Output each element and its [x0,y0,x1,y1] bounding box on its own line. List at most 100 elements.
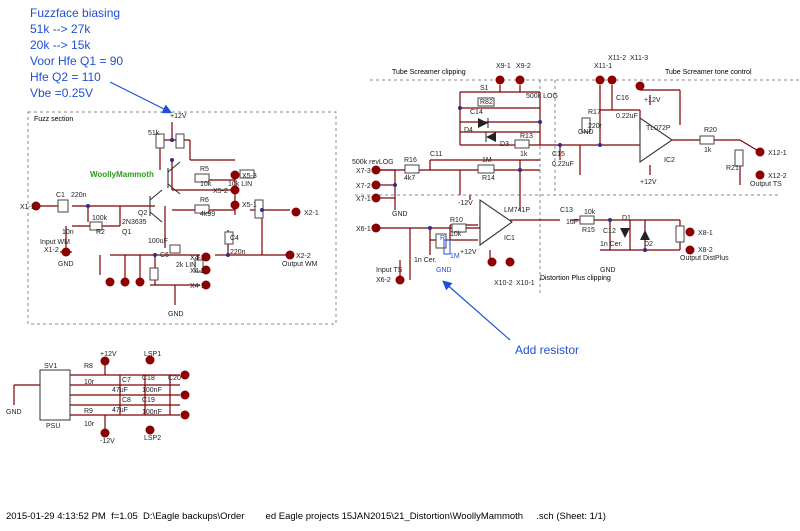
label-r15: R15 [582,227,595,234]
label-r6: R6 [200,197,209,204]
label-c11: C11 [430,151,442,158]
label-vp12-ts: +12V [640,179,657,186]
label-r51: 51k [148,130,160,137]
label-output-dp: Output DistPlus [680,255,729,262]
label-r9: R9 [84,408,93,415]
label-r82: R82 [480,99,493,106]
label-x122: X12-2 [768,173,787,180]
label-lsp1: LSP1 [144,351,161,358]
label-x121: X12-1 [768,150,787,157]
label-r20v: 1k [704,147,712,154]
label-x11: X1-1 [20,204,35,211]
note-line-4: Voor Hfe Q1 = 90 [30,54,124,68]
psu-wires [13,365,180,430]
woolly-title: WoollyMammoth [90,170,154,179]
fuzz-junctions [86,138,264,257]
label-v12-psu: +12V [100,351,117,358]
label-s1: S1 [480,85,489,92]
label-gnd-blue: GND [436,267,452,274]
label-r2: R2 [96,229,105,236]
label-r16: R16 [404,157,417,164]
label-x113: X11-3 [630,55,648,62]
label-v12-fuzz: +12V [170,113,187,120]
label-x71: X7-1 [356,196,371,203]
added-resistor: R 1M GND [436,235,460,274]
note-line-1: Fuzzface biasing [30,6,121,20]
label-tl072: TL072P [646,125,671,132]
label-c022: 0.22uF [616,113,638,120]
label-c12: C12 [603,228,616,235]
label-x101: X10-1 [516,280,535,287]
fuzz-transistors [149,161,181,223]
label-r20: R20 [704,127,717,134]
label-x91: X9-1 [496,63,511,70]
fuzz-section-title: Fuzz section [34,116,73,123]
label-m1-add: 1M [450,253,460,260]
label-x52: X5-2 [213,188,228,195]
note-line-6: Vbe =0.25V [30,86,94,100]
note-line-2: 51k --> 27k [30,22,91,36]
label-d1: D1 [622,215,631,222]
label-input-ts: Input TS [376,267,403,274]
label-c1u: 1uF [566,219,578,226]
label-x22: X2-2 [296,253,311,260]
label-c19: C19 [142,397,155,404]
label-x102: X10-2 [494,280,513,287]
add-resistor-note: Add resistor [515,343,580,357]
label-x51: X5-1 [242,202,257,209]
label-x72: X7-2 [356,183,371,190]
label-vm12-ts: -12V [458,200,473,207]
label-r21: R21 [726,165,739,172]
label-d4: D4 [464,127,473,134]
label-gnd-dp: GND [600,267,616,274]
label-c14: C14 [470,109,483,116]
ts-opamps [479,116,673,247]
biasing-arrow [109,81,173,114]
label-d3: D3 [500,141,509,148]
label-ic2: IC2 [664,157,675,164]
label-input-wm: Input WM [40,239,70,246]
label-c7: C7 [122,377,131,384]
label-r8: R8 [84,363,93,370]
label-c20: C20 [168,375,181,382]
label-vm12-psu: -12V [100,438,115,445]
psu-header [39,369,71,421]
label-c47b: 47uF [112,407,128,414]
label-c6v: 100uF [148,238,168,245]
label-c16: C16 [616,95,629,102]
label-x62: X6-2 [376,277,391,284]
ts-tone-title: Tube Screamer tone control [665,69,752,76]
label-c8: C8 [122,397,131,404]
label-gnd-fuzz: GND [168,311,184,318]
label-c6: C6 [160,252,169,259]
label-x81: X8-1 [698,230,713,237]
label-c100n1: 100nF [142,387,162,394]
fuzz-wires [40,122,290,305]
fuzz-section-frame [27,111,337,325]
label-c1n: 1n Cer. [600,241,623,248]
label-x92: X9-2 [516,63,531,70]
label-loglog: 500k revLOG [352,159,394,166]
label-r8v: 10r [84,379,95,386]
label-x42: X4-2 [190,268,205,275]
label-x12: X1-2 [44,247,59,254]
label-x43: X4-3 [190,255,205,262]
label-c18: C18 [142,375,155,382]
psu-pads [100,355,190,438]
label-r4k7: 4k7 [404,175,415,182]
label-r10k: 10k [450,231,462,238]
label-q2: Q2 [138,210,147,217]
label-c47: 47uF [112,387,128,394]
label-gnd-psu: GND [6,409,22,416]
label-lin10k: 10k LIN [228,181,252,188]
label-gnd-x7: GND [392,211,408,218]
ts-clip-title: Tube Screamer clipping [392,69,466,76]
label-c4: C4 [230,235,239,242]
label-psu: PSU [46,423,60,430]
label-lin2k: 2k LIN [176,262,196,269]
label-r220r: 220r [588,123,603,130]
label-r15v: 10k [584,209,596,216]
ts-pads [371,75,765,285]
fuzz-components [57,133,264,281]
label-log500k: 500k LOG [526,93,558,100]
